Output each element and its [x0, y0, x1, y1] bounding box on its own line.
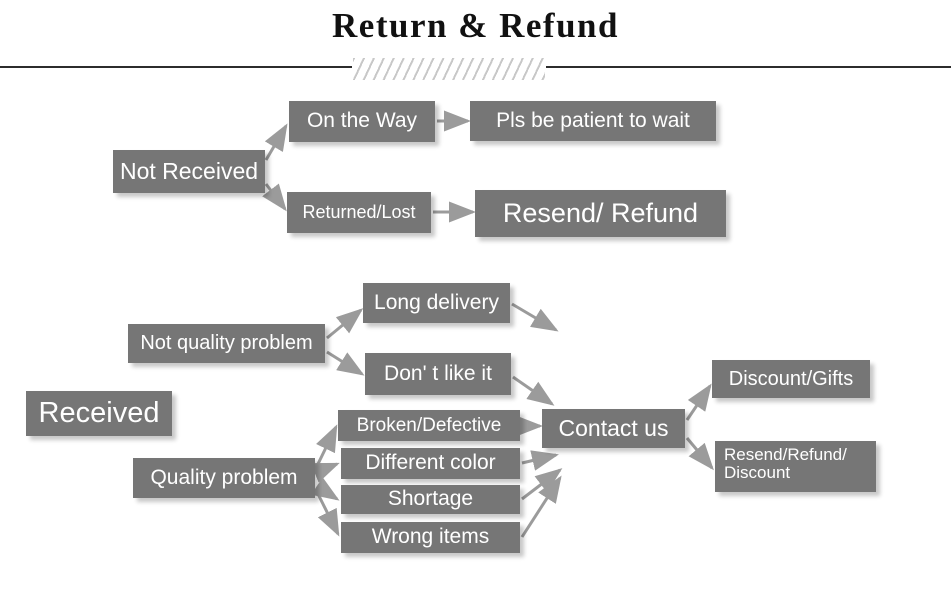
node-label: Discount/Gifts [728, 367, 854, 390]
node-label: Pls be patient to wait [496, 108, 690, 132]
node-label: Wrong items [371, 525, 490, 549]
node-contact-us[interactable]: Contact us [542, 409, 685, 448]
node-on-the-way[interactable]: On the Way [289, 101, 435, 142]
node-label: Shortage [387, 487, 474, 511]
node-label: On the Way [306, 109, 418, 133]
node-label: Broken/Defective [356, 414, 502, 436]
node-resend-refund-discount[interactable]: Resend/Refund/ Discount [715, 441, 876, 492]
node-label: Don' t like it [384, 361, 492, 385]
node-label: Returned/Lost [302, 202, 416, 223]
page-title: Return & Refund [332, 6, 619, 45]
node-label: Resend/ Refund [502, 198, 699, 229]
node-wrong-items[interactable]: Wrong items [341, 522, 520, 553]
divider-line-right [546, 66, 951, 68]
node-label: Different color [365, 451, 496, 475]
node-discount-gifts[interactable]: Discount/Gifts [712, 360, 870, 398]
node-pls-be-patient-to-wait[interactable]: Pls be patient to wait [470, 101, 716, 141]
node-label: Contact us [558, 415, 669, 442]
node-not-received[interactable]: Not Received [113, 150, 265, 193]
node-different-color[interactable]: Different color [341, 448, 520, 479]
node-label: Long delivery [374, 290, 499, 314]
diagonal-hatch-divider-icon [353, 58, 545, 80]
node-label: Not quality problem [140, 332, 313, 354]
node-quality-problem[interactable]: Quality problem [133, 458, 315, 498]
node-broken-defective[interactable]: Broken/Defective [338, 410, 520, 441]
node-label-line-2: Discount [724, 462, 791, 482]
node-label-line-1: Resend/Refund/ [724, 445, 847, 464]
node-resend-refund[interactable]: Resend/ Refund [475, 190, 726, 237]
divider-line-left [0, 66, 352, 68]
node-label: Received [38, 397, 160, 430]
node-received[interactable]: Received [26, 391, 172, 436]
node-shortage[interactable]: Shortage [341, 485, 520, 514]
node-dont-like-it[interactable]: Don' t like it [365, 353, 511, 395]
node-long-delivery[interactable]: Long delivery [363, 283, 510, 323]
node-label: Not Received [119, 158, 259, 185]
node-label: Quality problem [150, 465, 298, 489]
node-returned-lost[interactable]: Returned/Lost [287, 192, 431, 233]
node-not-quality-problem[interactable]: Not quality problem [128, 324, 325, 363]
